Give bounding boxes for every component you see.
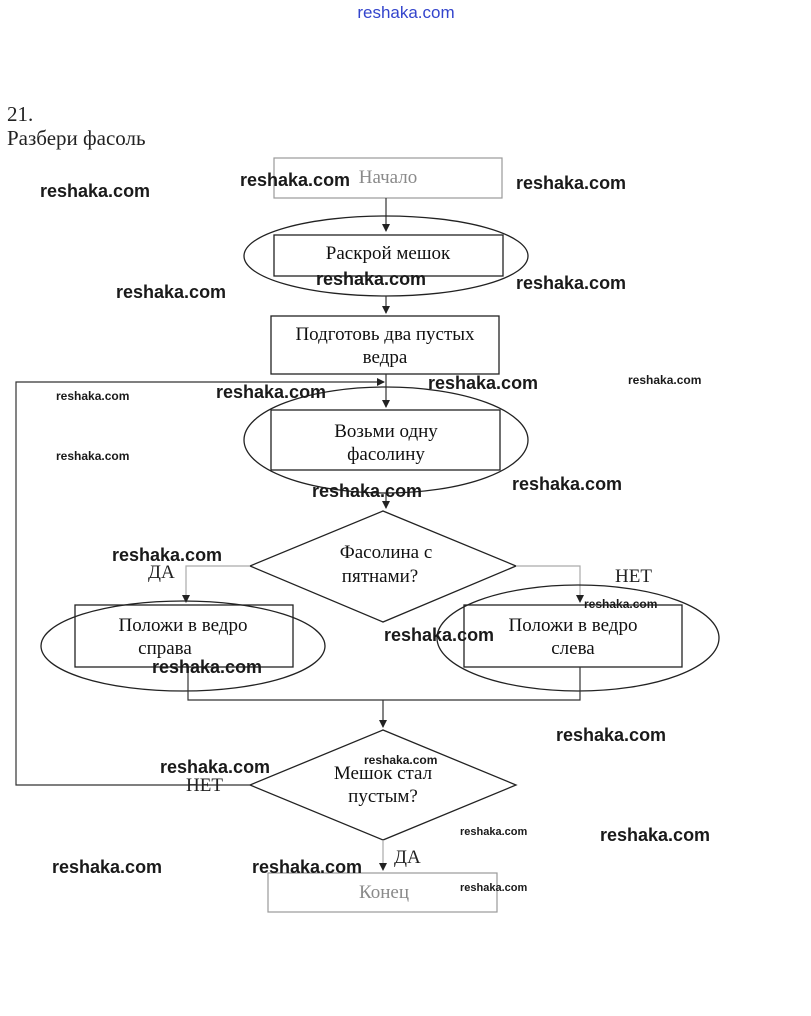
watermark: reshaka.com — [216, 382, 326, 402]
watermark: reshaka.com — [240, 170, 350, 190]
watermark: reshaka.com — [512, 474, 622, 494]
end-yes-label: ДА — [394, 847, 421, 868]
put-right-line1: Положи в ведро — [119, 615, 248, 636]
start-text: Начало — [359, 167, 418, 188]
site-header-link[interactable]: reshaka.com — [357, 3, 454, 22]
put-left-box — [463, 604, 683, 668]
open-bag-text: Раскрой мешок — [326, 243, 451, 264]
decision-spots-line1: Фасолина с — [340, 542, 433, 563]
decision-empty-line2: пустым? — [348, 786, 418, 807]
watermark: reshaka.com — [516, 273, 626, 293]
watermark: reshaka.com — [52, 857, 162, 877]
watermark: reshaka.com — [600, 825, 710, 845]
end-box — [267, 872, 498, 913]
watermark: reshaka.com — [40, 181, 150, 201]
watermark: reshaka.com — [584, 597, 657, 611]
watermark: reshaka.com — [384, 625, 494, 645]
watermark: reshaka.com — [364, 753, 437, 767]
watermark: reshaka.com — [160, 757, 270, 777]
decision-spots-line2: пятнами? — [342, 566, 418, 587]
put-right-line2: справа — [138, 638, 192, 659]
watermark: reshaka.com — [460, 826, 527, 838]
loop-no-label: НЕТ — [186, 775, 223, 796]
put-left-line2: слева — [551, 638, 595, 659]
prepare-buckets-box — [270, 315, 500, 375]
watermark: reshaka.com — [312, 481, 422, 501]
take-bean-box — [270, 409, 501, 471]
watermark: reshaka.com — [516, 173, 626, 193]
put-left-ellipse — [436, 584, 720, 692]
task-number: 21. — [7, 102, 33, 126]
prepare-text-line1: Подготовь два пустых — [295, 324, 475, 345]
watermark: reshaka.com — [252, 857, 362, 877]
start-box — [273, 157, 503, 199]
watermark: reshaka.com — [628, 373, 701, 387]
open-bag-box — [273, 234, 504, 277]
task-title: Разбери фасоль — [7, 126, 146, 150]
put-right-box — [74, 604, 294, 668]
watermark: reshaka.com — [56, 449, 129, 463]
decision-spots-diamond — [248, 510, 518, 623]
yes-label: ДА — [148, 562, 175, 583]
watermark: reshaka.com — [316, 269, 426, 289]
watermark: reshaka.com — [460, 882, 527, 894]
put-right-ellipse — [40, 600, 326, 692]
no-label: НЕТ — [615, 566, 652, 587]
watermark: reshaka.com — [56, 389, 129, 403]
watermark: reshaka.com — [428, 373, 538, 393]
watermark: reshaka.com — [116, 282, 226, 302]
put-left-line1: Положи в ведро — [509, 615, 638, 636]
take-bean-text-line2: фасолину — [347, 444, 425, 465]
watermark: reshaka.com — [152, 657, 262, 677]
decision-empty-line1: Мешок стал — [334, 763, 433, 784]
take-bean-text-line1: Возьми одну — [334, 421, 438, 442]
decision-empty-diamond — [248, 729, 518, 841]
watermark-layer: reshaka.com reshaka.com reshaka.com resh… — [40, 170, 710, 894]
prepare-text-line2: ведра — [363, 347, 408, 368]
watermark: reshaka.com — [556, 725, 666, 745]
end-text: Конец — [359, 882, 409, 903]
watermark: reshaka.com — [112, 545, 222, 565]
